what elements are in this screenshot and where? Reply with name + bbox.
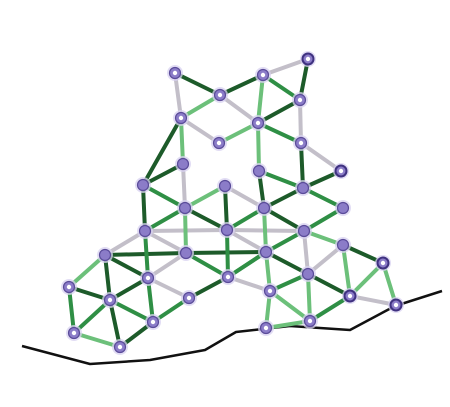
edge-22-27 bbox=[184, 251, 230, 279]
edge-1-6 bbox=[256, 73, 265, 125]
node-body bbox=[252, 164, 266, 178]
node-core bbox=[178, 115, 184, 121]
node-25 bbox=[375, 255, 391, 271]
node-2 bbox=[300, 51, 316, 67]
node-17 bbox=[335, 200, 351, 216]
node-39 bbox=[112, 339, 128, 355]
node-core bbox=[145, 275, 151, 281]
ground-line bbox=[21, 289, 443, 366]
node-18 bbox=[137, 223, 153, 239]
node-11 bbox=[333, 163, 349, 179]
node-body bbox=[98, 248, 112, 262]
node-layer bbox=[61, 51, 404, 355]
node-29 bbox=[61, 279, 77, 295]
node-22 bbox=[178, 245, 194, 261]
node-8 bbox=[293, 135, 309, 151]
node-core bbox=[267, 288, 273, 294]
edge-0-3 bbox=[173, 71, 222, 97]
node-body bbox=[136, 178, 150, 192]
node-21 bbox=[97, 247, 113, 263]
node-core bbox=[255, 120, 261, 126]
node-body bbox=[336, 238, 350, 252]
node-13 bbox=[217, 178, 233, 194]
node-9 bbox=[175, 156, 191, 172]
node-4 bbox=[292, 92, 308, 108]
node-27 bbox=[220, 269, 236, 285]
node-7 bbox=[211, 135, 227, 151]
node-body bbox=[259, 245, 273, 259]
edge-36-39 bbox=[72, 331, 122, 349]
edge-8-11 bbox=[299, 141, 343, 173]
node-3 bbox=[212, 87, 228, 103]
node-20 bbox=[296, 223, 312, 239]
node-core bbox=[263, 325, 269, 331]
node-35 bbox=[145, 314, 161, 330]
node-body bbox=[218, 179, 232, 193]
edge-6-10 bbox=[256, 121, 261, 173]
node-core bbox=[338, 168, 344, 174]
node-38 bbox=[258, 320, 274, 336]
node-core bbox=[297, 97, 303, 103]
node-37 bbox=[302, 313, 318, 329]
node-body bbox=[176, 157, 190, 171]
node-34 bbox=[388, 297, 404, 313]
node-body bbox=[178, 201, 192, 215]
node-core bbox=[150, 319, 156, 325]
node-body bbox=[297, 224, 311, 238]
edge-5-12 bbox=[141, 116, 183, 187]
node-body bbox=[257, 201, 271, 215]
node-1 bbox=[255, 67, 271, 83]
edge-30-36 bbox=[72, 298, 112, 335]
node-body bbox=[138, 224, 152, 238]
node-core bbox=[172, 70, 178, 76]
edge-30-39 bbox=[108, 298, 122, 349]
node-6 bbox=[250, 115, 266, 131]
node-14 bbox=[295, 180, 311, 196]
node-36 bbox=[66, 325, 82, 341]
node-0 bbox=[167, 65, 183, 81]
edge-21-26 bbox=[103, 253, 150, 280]
node-core bbox=[117, 344, 123, 350]
node-core bbox=[380, 260, 386, 266]
node-23 bbox=[258, 244, 274, 260]
node-core bbox=[217, 92, 223, 98]
node-30 bbox=[102, 292, 118, 308]
node-body bbox=[336, 201, 350, 215]
edge-32-37 bbox=[268, 289, 312, 323]
node-core bbox=[307, 318, 313, 324]
node-core bbox=[71, 330, 77, 336]
node-body bbox=[296, 181, 310, 195]
node-33 bbox=[342, 288, 358, 304]
node-28 bbox=[300, 266, 316, 282]
ground-layer bbox=[21, 289, 443, 366]
edge-21-29 bbox=[67, 253, 107, 289]
node-core bbox=[66, 284, 72, 290]
node-body bbox=[179, 246, 193, 260]
node-31 bbox=[181, 290, 197, 306]
node-12 bbox=[135, 177, 151, 193]
edge-30-35 bbox=[108, 298, 155, 324]
node-32 bbox=[262, 283, 278, 299]
node-5 bbox=[173, 110, 189, 126]
node-26 bbox=[140, 270, 156, 286]
node-core bbox=[260, 72, 266, 78]
node-core bbox=[107, 297, 113, 303]
node-24 bbox=[335, 237, 351, 253]
node-16 bbox=[256, 200, 272, 216]
node-core bbox=[216, 140, 222, 146]
node-core bbox=[298, 140, 304, 146]
node-body bbox=[220, 223, 234, 237]
edge-24-33 bbox=[341, 243, 352, 298]
node-core bbox=[225, 274, 231, 280]
node-core bbox=[305, 56, 311, 62]
node-19 bbox=[219, 222, 235, 238]
node-10 bbox=[251, 163, 267, 179]
node-core bbox=[347, 293, 353, 299]
node-15 bbox=[177, 200, 193, 216]
node-core bbox=[186, 295, 192, 301]
node-core bbox=[393, 302, 399, 308]
node-body bbox=[301, 267, 315, 281]
